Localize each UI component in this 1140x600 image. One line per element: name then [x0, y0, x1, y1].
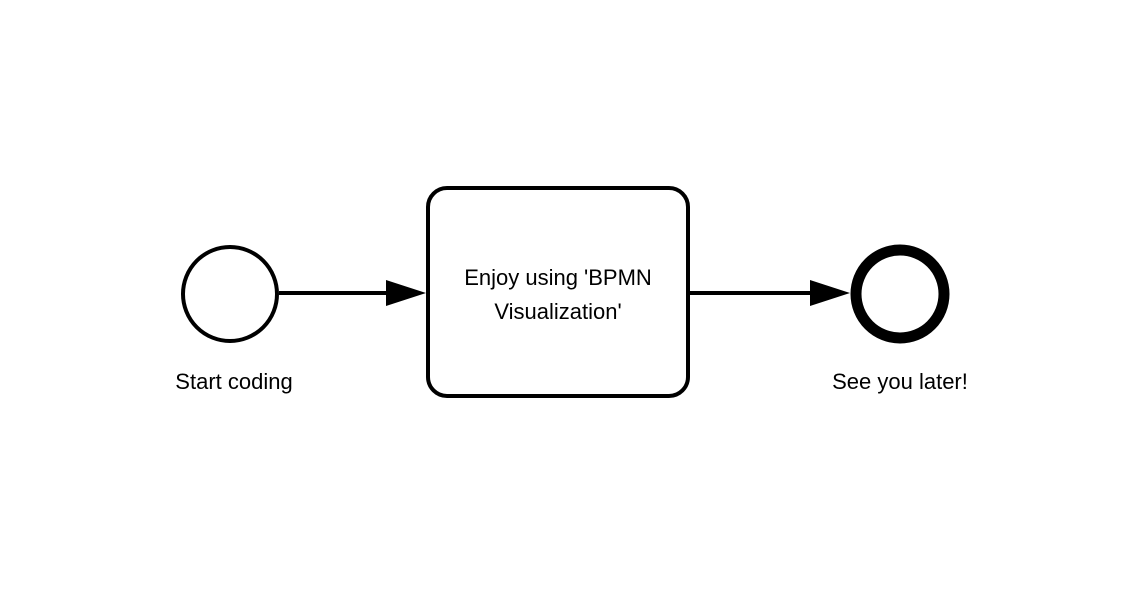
arrowhead-icon	[386, 280, 426, 306]
end-event-circle-icon	[850, 244, 950, 344]
sequence-flow-task-to-end[interactable]	[690, 280, 850, 306]
task-enjoy-using-bpmn-visualization[interactable]: Enjoy using 'BPMN Visualization'	[426, 186, 690, 398]
sequence-flow-start-to-task[interactable]	[279, 280, 426, 306]
task-rectangle	[426, 186, 690, 398]
arrowhead-icon	[810, 280, 850, 306]
start-event-label: Start coding	[175, 369, 292, 394]
end-event-label: See you later!	[832, 369, 968, 394]
task-label-line-2: Visualization'	[494, 299, 621, 324]
start-event-circle-icon	[181, 245, 279, 343]
end-event[interactable]: See you later!	[832, 244, 968, 394]
start-event[interactable]: Start coding	[175, 245, 293, 394]
task-label-line-1: Enjoy using 'BPMN	[464, 265, 652, 290]
